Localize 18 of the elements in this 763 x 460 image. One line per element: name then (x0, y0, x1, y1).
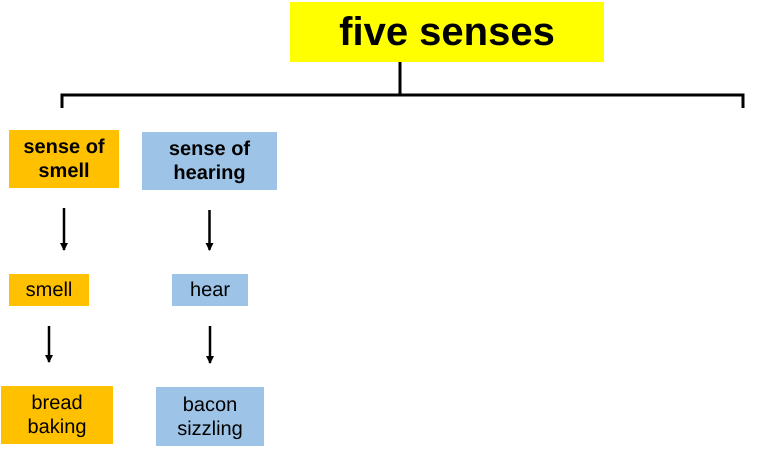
process-box (9, 274, 89, 306)
process-box (172, 274, 248, 306)
node-label: hear (190, 278, 230, 302)
node-label: sense of hearing (168, 137, 252, 185)
arrow (60, 208, 68, 251)
arrow (206, 210, 214, 251)
category-box (9, 130, 119, 188)
title-box (290, 2, 604, 62)
arrow (206, 326, 214, 364)
example-box (1, 386, 113, 444)
example-box (156, 387, 264, 446)
node-label: bacon sizzling (176, 392, 244, 440)
node-label: bread baking (26, 391, 88, 439)
node-label: five senses (339, 9, 555, 56)
node-label: sense of smell (22, 135, 106, 183)
arrow (45, 326, 53, 363)
node-label: smell (26, 278, 72, 302)
category-box (142, 132, 277, 190)
